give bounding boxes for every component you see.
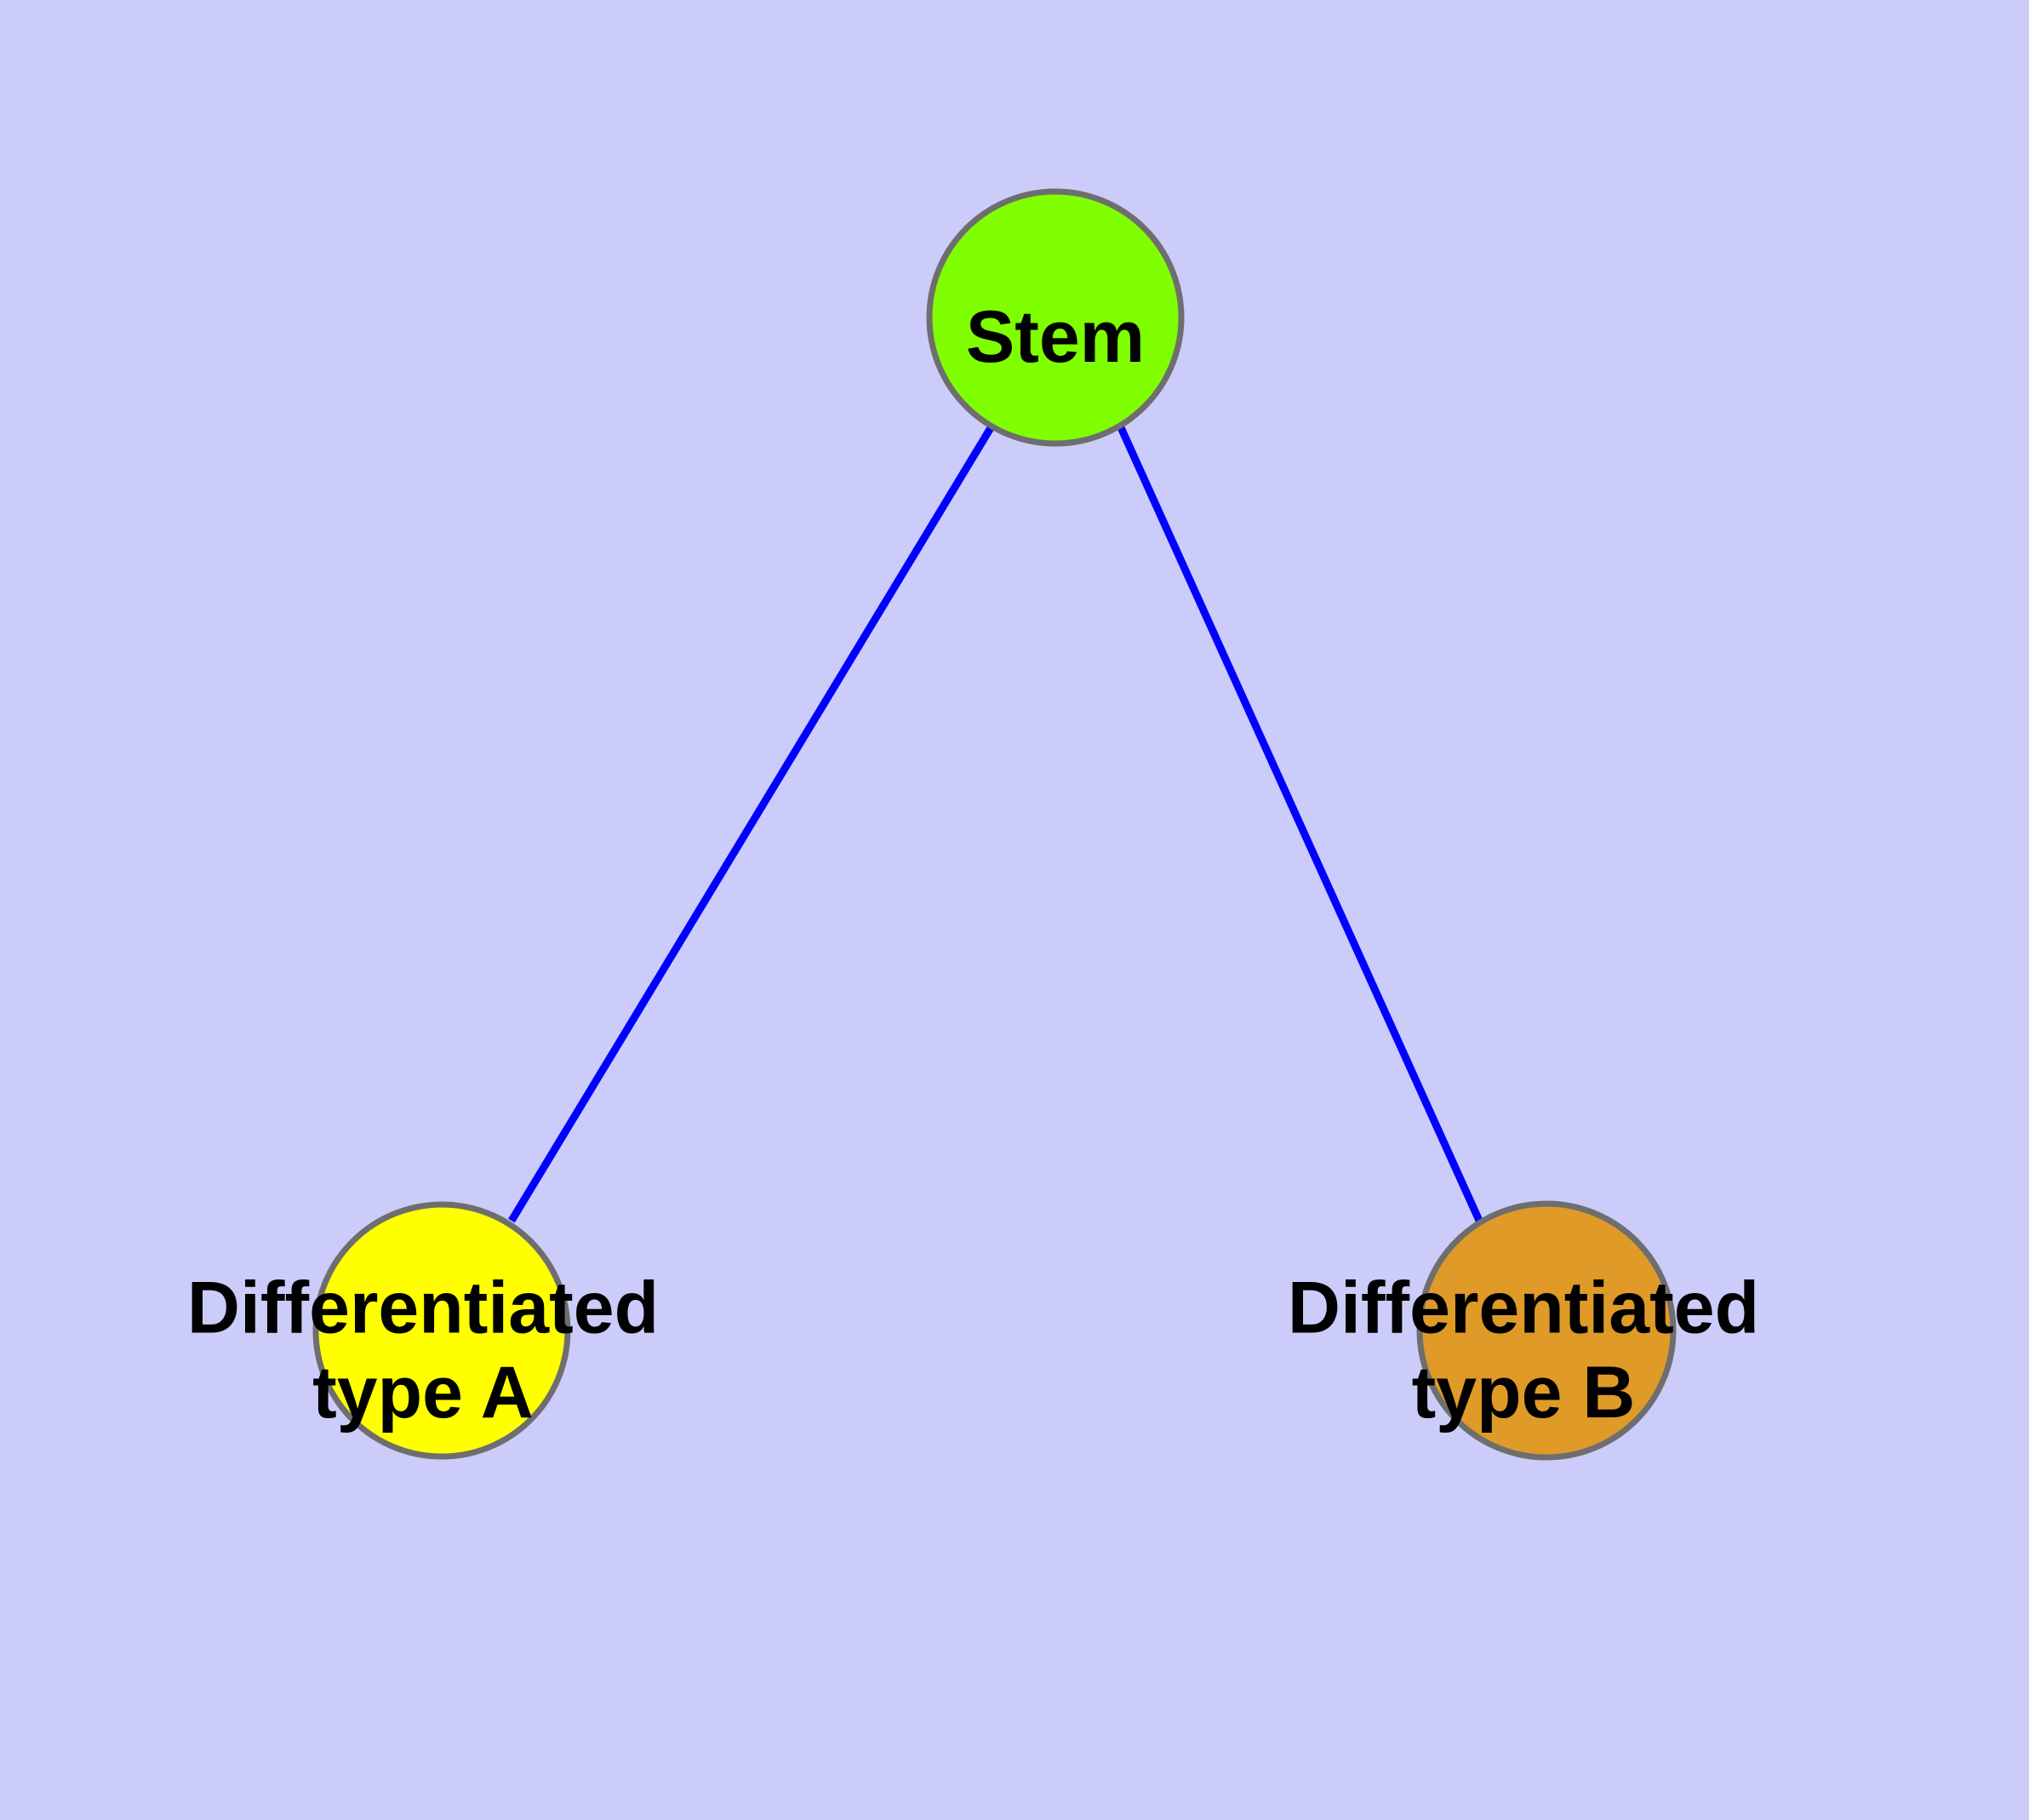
node-label-line: type B (1412, 1352, 1636, 1434)
node-label-line: Differentiated (187, 1267, 659, 1348)
node-label-line: type A (312, 1352, 534, 1434)
node-label-line: Differentiated (1288, 1267, 1759, 1348)
nodes-layer (312, 188, 1677, 1461)
node-label-stem: Stem (966, 296, 1145, 378)
edges-layer (508, 424, 1484, 1224)
edge-stem-to-diff-b (1116, 424, 1484, 1224)
node-circle-diff_a[interactable] (312, 1201, 571, 1460)
node-label-line: Stem (966, 296, 1145, 378)
node-circle-diff_b[interactable] (1416, 1200, 1677, 1461)
node-circle-stem[interactable] (926, 188, 1185, 447)
edge-stem-to-diff-a (508, 424, 995, 1223)
